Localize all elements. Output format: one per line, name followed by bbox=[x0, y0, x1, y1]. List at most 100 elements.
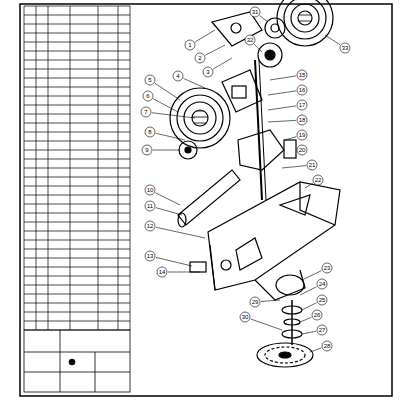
callout-balloon bbox=[297, 100, 307, 110]
leader-line bbox=[155, 83, 180, 100]
callout-balloon bbox=[297, 145, 307, 155]
leader-line bbox=[156, 257, 192, 266]
callout-number: 27 bbox=[319, 327, 326, 333]
callout-balloon bbox=[141, 107, 151, 117]
leader-line bbox=[260, 16, 268, 22]
callout-balloon bbox=[322, 341, 332, 351]
housing bbox=[208, 182, 340, 300]
fork bbox=[238, 130, 284, 170]
callout-number: 16 bbox=[299, 87, 306, 93]
callout-number: 24 bbox=[319, 281, 326, 287]
callout-number: 22 bbox=[315, 177, 322, 183]
leader-line bbox=[183, 78, 205, 88]
callout-balloon bbox=[240, 312, 250, 322]
callout-balloon bbox=[317, 325, 327, 335]
sheet-frame bbox=[20, 4, 392, 396]
gear-left bbox=[170, 88, 230, 159]
callout-balloon bbox=[322, 263, 332, 273]
leader-line bbox=[168, 272, 200, 273]
parts-table bbox=[24, 6, 130, 330]
callout-number: 20 bbox=[299, 147, 306, 153]
leader-line bbox=[300, 317, 311, 322]
leader-line bbox=[325, 35, 340, 45]
leader-line bbox=[156, 208, 182, 215]
leader-line bbox=[310, 348, 321, 352]
callout-balloon bbox=[250, 297, 260, 307]
leader-line bbox=[213, 58, 232, 69]
callout-balloon bbox=[297, 130, 307, 140]
callout-number: 6 bbox=[146, 93, 149, 99]
leader-line bbox=[302, 331, 316, 334]
leader-line bbox=[156, 133, 185, 140]
title-block bbox=[24, 330, 130, 392]
callout-balloon bbox=[317, 279, 327, 289]
leader-line bbox=[153, 99, 178, 112]
leader-line bbox=[268, 120, 296, 122]
callout-balloon bbox=[250, 7, 260, 17]
callout-number: 33 bbox=[342, 45, 349, 51]
callout-balloon bbox=[145, 127, 155, 137]
callout-balloon bbox=[185, 40, 195, 50]
callout-number: 14 bbox=[159, 269, 166, 275]
callout-balloon bbox=[145, 221, 155, 231]
tube bbox=[178, 170, 240, 225]
callout-number: 18 bbox=[299, 117, 306, 123]
callout-balloon bbox=[340, 43, 350, 53]
callout-balloon bbox=[145, 201, 155, 211]
callout-balloon bbox=[307, 160, 317, 170]
leader-line bbox=[205, 45, 225, 55]
callout-balloon bbox=[297, 70, 307, 80]
callout-number: 15 bbox=[299, 72, 306, 78]
leader-line bbox=[195, 30, 215, 42]
gear-top bbox=[277, 0, 333, 46]
callout-number: 13 bbox=[147, 253, 154, 259]
callout-number: 31 bbox=[252, 9, 259, 15]
leader-line bbox=[152, 113, 195, 118]
callout-number: 28 bbox=[324, 343, 331, 349]
callout-number: 12 bbox=[147, 223, 154, 229]
parts bbox=[170, 0, 340, 367]
callout-balloon bbox=[195, 53, 205, 63]
leader-line bbox=[156, 227, 205, 238]
callout-number: 21 bbox=[309, 162, 316, 168]
leader-line bbox=[261, 300, 280, 302]
callout-number: 29 bbox=[252, 299, 259, 305]
callout-number: 10 bbox=[147, 187, 154, 193]
callout-number: 9 bbox=[145, 147, 148, 153]
leader-line bbox=[268, 91, 296, 95]
leader-line bbox=[268, 106, 296, 110]
callout-balloon bbox=[145, 75, 155, 85]
callout-number: 5 bbox=[148, 77, 151, 83]
callout-balloon bbox=[142, 145, 152, 155]
callout-balloon bbox=[317, 295, 327, 305]
callout-balloon bbox=[312, 310, 322, 320]
callout-balloon bbox=[173, 71, 183, 81]
leader-line bbox=[270, 76, 296, 80]
callout-number: 30 bbox=[242, 314, 249, 320]
callout-number: 23 bbox=[324, 265, 331, 271]
leader-line bbox=[285, 137, 296, 140]
leader-line bbox=[251, 319, 282, 330]
callout-balloon bbox=[297, 115, 307, 125]
callout-number: 26 bbox=[314, 312, 321, 318]
leader-line bbox=[153, 150, 180, 151]
callout-number: 7 bbox=[144, 109, 147, 115]
callout-balloon bbox=[297, 85, 307, 95]
callout-balloon bbox=[143, 91, 153, 101]
callout-number: 4 bbox=[176, 73, 179, 79]
callout-balloon bbox=[245, 35, 255, 45]
callout-number: 19 bbox=[299, 132, 306, 138]
callout-number: 2 bbox=[198, 55, 201, 61]
leader-line bbox=[305, 183, 313, 188]
callout-number: 25 bbox=[319, 297, 326, 303]
callout-number: 1 bbox=[188, 42, 191, 48]
callout-balloon bbox=[157, 267, 167, 277]
callout-number: 8 bbox=[148, 129, 151, 135]
callout-balloon bbox=[145, 251, 155, 261]
callout-balloon bbox=[313, 175, 323, 185]
leader-line bbox=[254, 44, 262, 52]
leader-line bbox=[300, 287, 317, 295]
callout-balloon bbox=[145, 185, 155, 195]
leader-line bbox=[302, 271, 322, 280]
